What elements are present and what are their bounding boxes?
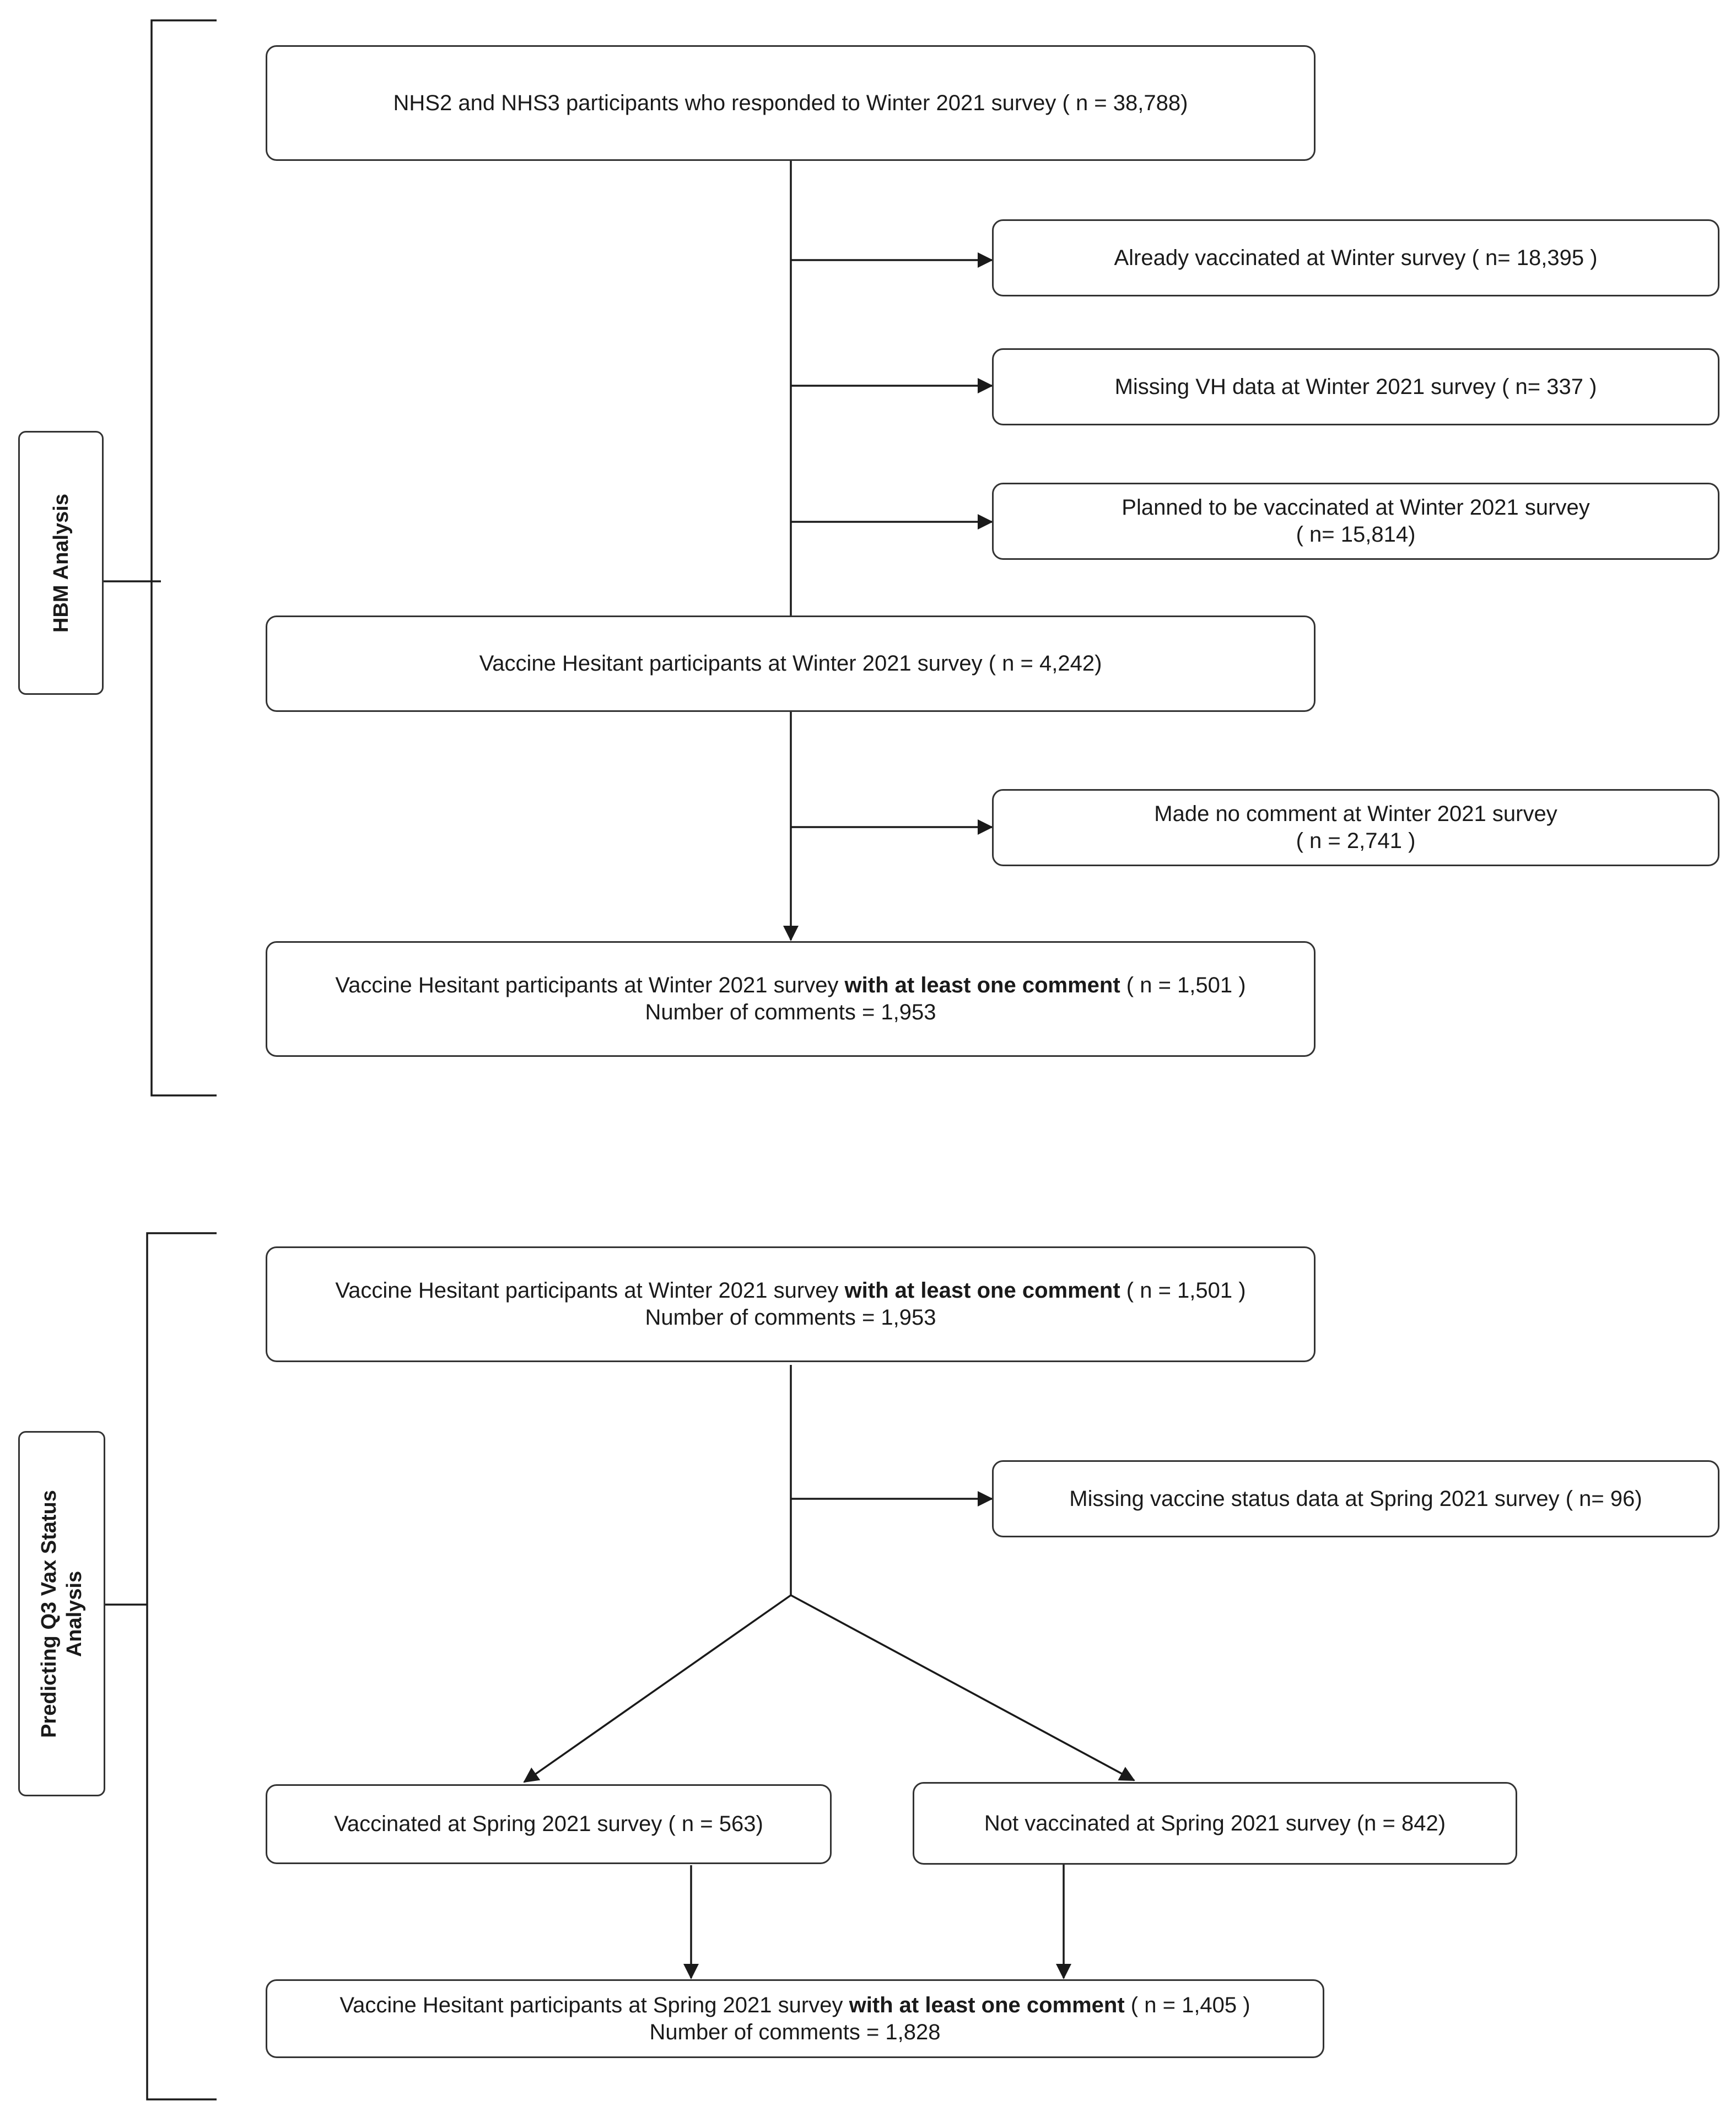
all-participants-text: NHS2 and NHS3 participants who responded… — [393, 90, 1188, 115]
missing-vh-data-box: Missing VH data at Winter 2021 survey ( … — [992, 348, 1719, 425]
q3-bracket — [146, 1232, 217, 2101]
hesitant-with-comment-winter-pre: Vaccine Hesitant participants at Winter … — [335, 973, 845, 997]
q3-analysis-label-line1: Predicting Q3 Vax Status — [37, 1489, 61, 1738]
hbm-analysis-label-box: HBM Analysis — [18, 431, 104, 695]
no-comment-line2: ( n = 2,741 ) — [1296, 829, 1416, 853]
missing-vaccine-status-box: Missing vaccine status data at Spring 20… — [992, 1460, 1719, 1537]
arrow-to-vaccinated-spring — [523, 1594, 792, 1783]
vaccinated-spring-text: Vaccinated at Spring 2021 survey ( n = 5… — [334, 1812, 763, 1836]
hesitant-with-comment-spring-count: Number of comments = 1,828 — [649, 2020, 941, 2044]
planned-vaccination-box: Planned to be vaccinated at Winter 2021 … — [992, 483, 1719, 560]
no-comment-line1: Made no comment at Winter 2021 survey — [1154, 802, 1557, 826]
missing-vh-data-text: Missing VH data at Winter 2021 survey ( … — [1114, 374, 1597, 399]
hesitant-with-comment-winter-2-count: Number of comments = 1,953 — [645, 1305, 936, 1330]
hesitant-with-comment-winter-2-pre: Vaccine Hesitant participants at Winter … — [335, 1278, 845, 1303]
hesitant-with-comment-winter-2-bold: with at least one comment — [844, 1278, 1120, 1303]
vaccine-hesitant-winter-text: Vaccine Hesitant participants at Winter … — [479, 651, 1102, 676]
hesitant-with-comment-spring-box: Vaccine Hesitant participants at Spring … — [266, 1979, 1324, 2058]
planned-vaccination-line1: Planned to be vaccinated at Winter 2021 … — [1122, 495, 1590, 520]
hesitant-with-comment-winter-bold: with at least one comment — [844, 973, 1120, 997]
vaccinated-spring-box: Vaccinated at Spring 2021 survey ( n = 5… — [266, 1784, 832, 1864]
all-participants-box: NHS2 and NHS3 participants who responded… — [266, 45, 1316, 161]
hesitant-with-comment-winter-box: Vaccine Hesitant participants at Winter … — [266, 941, 1316, 1057]
planned-vaccination-line2: ( n= 15,814) — [1296, 522, 1416, 547]
hesitant-with-comment-winter-box-2: Vaccine Hesitant participants at Winter … — [266, 1246, 1316, 1362]
arrow-to-not-vaccinated-spring — [790, 1594, 1135, 1781]
vaccine-hesitant-winter-box: Vaccine Hesitant participants at Winter … — [266, 615, 1316, 712]
already-vaccinated-box: Already vaccinated at Winter survey ( n=… — [992, 219, 1719, 296]
hbm-analysis-label: HBM Analysis — [49, 493, 73, 633]
hesitant-with-comment-spring-pre: Vaccine Hesitant participants at Spring … — [339, 1993, 849, 2017]
hesitant-with-comment-winter-count: Number of comments = 1,953 — [645, 1000, 936, 1024]
q3-analysis-label-box: Predicting Q3 Vax Status Analysis — [18, 1431, 105, 1796]
q3-analysis-label-line2: Analysis — [63, 1570, 87, 1657]
hesitant-with-comment-winter-2-post: ( n = 1,501 ) — [1120, 1278, 1246, 1303]
no-comment-box: Made no comment at Winter 2021 survey ( … — [992, 789, 1719, 866]
hesitant-with-comment-winter-post: ( n = 1,501 ) — [1120, 973, 1246, 997]
hesitant-with-comment-spring-bold: with at least one comment — [849, 1993, 1125, 2017]
not-vaccinated-spring-box: Not vaccinated at Spring 2021 survey (n … — [913, 1782, 1517, 1865]
missing-vaccine-status-text: Missing vaccine status data at Spring 20… — [1069, 1486, 1642, 1511]
already-vaccinated-text: Already vaccinated at Winter survey ( n=… — [1114, 245, 1598, 270]
hbm-bracket — [150, 19, 217, 1097]
not-vaccinated-spring-text: Not vaccinated at Spring 2021 survey (n … — [984, 1811, 1446, 1835]
hesitant-with-comment-spring-post: ( n = 1,405 ) — [1124, 1993, 1250, 2017]
